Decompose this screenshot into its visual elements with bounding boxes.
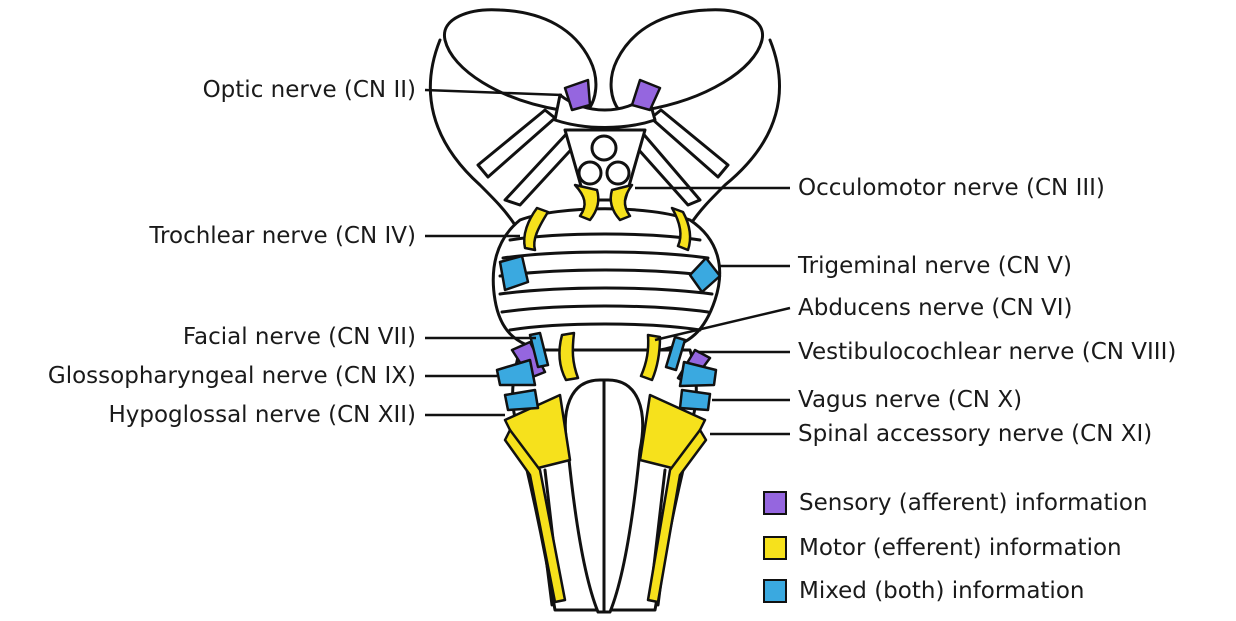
- label-vagus-nerve: Vagus nerve (CN X): [798, 386, 1022, 414]
- label-facial-nerve: Facial nerve (CN VII): [183, 323, 416, 351]
- label-abducens-nerve: Abducens nerve (CN VI): [798, 294, 1072, 322]
- legend-item-mixed: Mixed (both) information: [763, 576, 1084, 606]
- legend-label-motor: Motor (efferent) information: [799, 535, 1122, 561]
- label-trochlear-nerve: Trochlear nerve (CN IV): [149, 222, 416, 250]
- motor-swatch: [763, 536, 787, 560]
- legend-label-mixed: Mixed (both) information: [799, 578, 1084, 604]
- label-optic-nerve: Optic nerve (CN II): [203, 76, 416, 104]
- label-hypoglossal-nerve: Hypoglossal nerve (CN XII): [108, 401, 416, 429]
- label-trigeminal-nerve: Trigeminal nerve (CN V): [798, 252, 1072, 280]
- vagus-nerve-right: [680, 390, 710, 410]
- legend-item-motor: Motor (efferent) information: [763, 533, 1122, 563]
- label-spinal-accessory-nerve: Spinal accessory nerve (CN XI): [798, 420, 1152, 448]
- mixed-swatch: [763, 579, 787, 603]
- legend-label-sensory: Sensory (afferent) information: [799, 490, 1148, 516]
- glossopharyngeal-left: [497, 360, 535, 385]
- legend-item-sensory: Sensory (afferent) information: [763, 488, 1148, 518]
- right-hemisphere: [611, 10, 762, 110]
- label-glossopharyngeal-nerve: Glossopharyngeal nerve (CN IX): [48, 362, 416, 390]
- glossopharyngeal-right: [680, 362, 716, 386]
- vagus-nerve-left: [505, 390, 538, 410]
- sensory-swatch: [763, 491, 787, 515]
- label-occulomotor-nerve: Occulomotor nerve (CN III): [798, 174, 1105, 202]
- label-vestibulocochlear-nerve: Vestibulocochlear nerve (CN VIII): [798, 338, 1176, 366]
